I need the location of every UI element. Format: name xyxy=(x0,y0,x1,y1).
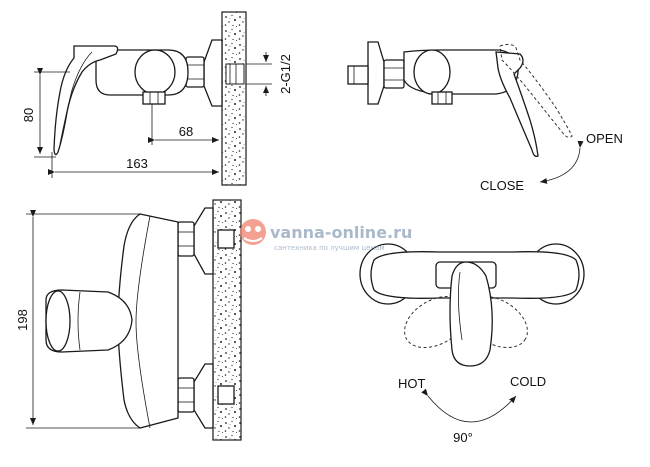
lever-open-dashed xyxy=(499,43,573,138)
label-angle-90: 90° xyxy=(453,430,473,445)
label-close: CLOSE xyxy=(480,178,524,193)
dim-height-198: 198 xyxy=(15,309,30,331)
hot-cold-arrow xyxy=(421,388,517,423)
lever-side xyxy=(53,45,119,156)
dim-depth-68: 68 xyxy=(179,124,193,139)
hot-cold-view: HOT COLD 90° xyxy=(359,243,585,445)
watermark: vanna-online.ru сантехника по лучшим цен… xyxy=(240,219,412,252)
watermark-tagline: сантехника по лучшим ценам xyxy=(274,244,385,252)
pipe-thread-side xyxy=(225,63,245,85)
dim-height-80: 80 xyxy=(21,108,36,122)
wall-flange-side xyxy=(203,39,223,107)
lever-center xyxy=(449,261,493,367)
label-hot: HOT xyxy=(398,376,426,391)
outlet-nut-side xyxy=(142,91,166,105)
dim-length-163: 163 xyxy=(126,156,148,171)
lever-closed xyxy=(495,51,539,158)
label-cold: COLD xyxy=(510,374,546,389)
wall-section-side xyxy=(221,11,247,186)
lever-open-close-view: OPEN CLOSE xyxy=(347,41,623,193)
label-open: OPEN xyxy=(586,131,623,146)
side-view: 80 68 163 2-G1/2 xyxy=(21,11,293,186)
connector-nut-side xyxy=(185,56,205,88)
watermark-site: vanna-online.ru xyxy=(270,223,412,242)
wall-flange-right xyxy=(367,41,385,105)
open-close-arrow xyxy=(539,140,584,184)
watermark-logo-icon xyxy=(240,219,266,245)
dim-thread-g12: 2-G1/2 xyxy=(278,54,293,94)
front-view: 198 xyxy=(15,199,242,441)
